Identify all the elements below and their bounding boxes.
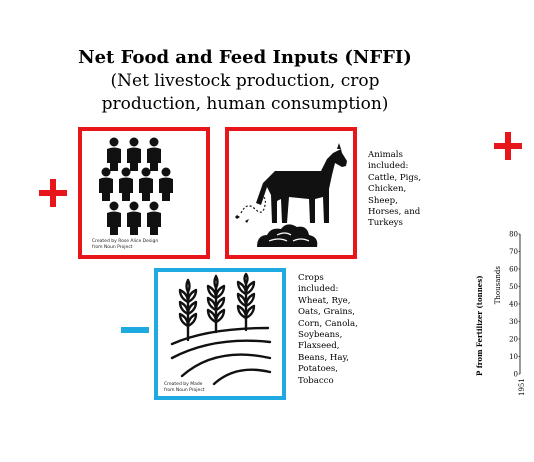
crops-caption: Crops included: Wheat, Rye, Oats, Grains… bbox=[298, 273, 358, 386]
people-credit: Created by Rose Alice Design from Noun P… bbox=[92, 239, 158, 251]
subtitle-line-2: production, human consumption) bbox=[101, 94, 389, 114]
chart-y-tick-label: 60 bbox=[509, 266, 518, 274]
animals-box bbox=[225, 127, 357, 259]
plus-sign-right-icon bbox=[494, 132, 522, 160]
people-credit-line-1: Created by Rose Alice Design bbox=[92, 239, 159, 244]
chart-x-tick-label: 1951 bbox=[518, 378, 526, 396]
diagram-subtitle: (Net livestock production, crop producti… bbox=[60, 70, 430, 116]
plus-sign-icon bbox=[39, 179, 67, 207]
chart-y-tick-label: 80 bbox=[509, 231, 518, 239]
chart-y-label: P from Fertilizer (tonnes) bbox=[475, 275, 484, 376]
people-credit-line-2: from Noun Project bbox=[92, 245, 133, 250]
chart-y-tick-label: 20 bbox=[509, 336, 518, 344]
people-group-icon bbox=[99, 137, 173, 235]
crops-box: Created by Made from Noun Project bbox=[154, 268, 286, 400]
crops-field-icon bbox=[170, 272, 272, 386]
minus-sign-icon bbox=[121, 327, 149, 333]
crops-credit: Created by Made from Noun Project bbox=[164, 382, 205, 394]
diagram-title: Net Food and Feed Inputs (NFFI) bbox=[78, 47, 412, 68]
horse-icon bbox=[235, 143, 347, 247]
crops-credit-line-2: from Noun Project bbox=[164, 388, 205, 393]
chart-y-tick-label: 30 bbox=[509, 318, 518, 326]
subtitle-line-1: (Net livestock production, crop bbox=[110, 71, 380, 91]
people-box: Created by Rose Alice Design from Noun P… bbox=[78, 127, 210, 259]
chart-y-tick-label: 70 bbox=[509, 248, 518, 256]
chart-y-tick-label: 40 bbox=[509, 301, 518, 309]
fertilizer-chart: P from Fertilizer (tonnes) Thousands 0 10… bbox=[475, 231, 526, 397]
crops-credit-line-1: Created by Made bbox=[164, 382, 203, 387]
chart-y-tick-label: 0 bbox=[514, 371, 518, 379]
chart-y-tick-label: 50 bbox=[509, 283, 518, 291]
chart-y-tick-label: 10 bbox=[509, 353, 518, 361]
chart-y-unit: Thousands bbox=[494, 266, 502, 305]
animals-caption: Animals included: Cattle, Pigs, Chicken,… bbox=[368, 150, 422, 229]
